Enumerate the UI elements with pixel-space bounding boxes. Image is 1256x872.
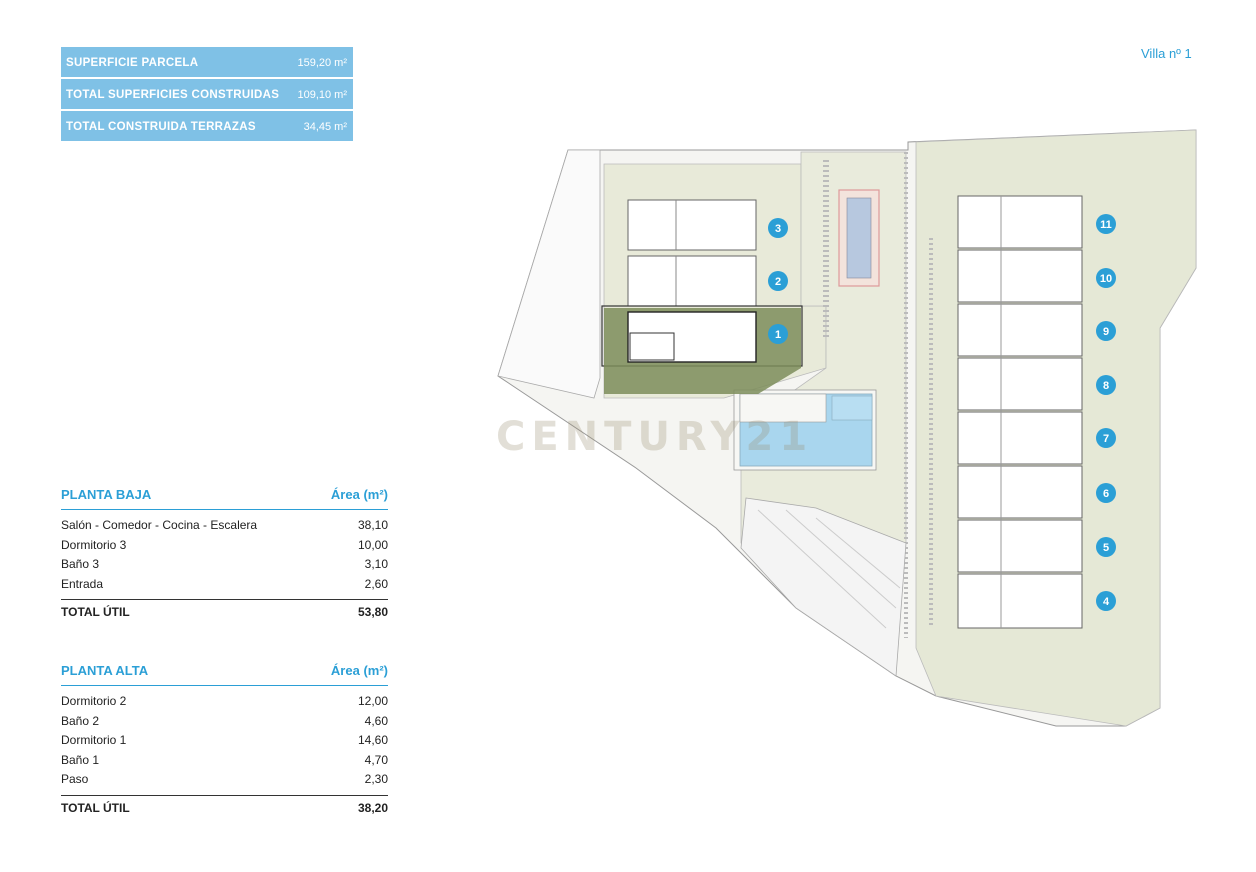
- parking-line: [785, 509, 897, 609]
- table-row: Dormitorio 2 12,00: [61, 694, 388, 714]
- room-name: Entrada: [61, 576, 104, 591]
- summary-value: 34,45 m²: [303, 120, 347, 133]
- unit-markers: 3 2 1 11 10 9 8 7 6 5 4: [768, 214, 1116, 611]
- summary-row-terrazas: TOTAL CONSTRUIDA TERRAZAS 34,45 m²: [61, 111, 353, 142]
- marker-11: 11: [1100, 219, 1112, 231]
- marker-3: 3: [775, 223, 781, 235]
- room-area: 4,60: [364, 713, 388, 728]
- access-strip: [497, 149, 601, 399]
- table-row: Baño 2 4,60: [61, 714, 388, 734]
- summary-row-parcela: SUPERFICIE PARCELA 159,20 m²: [61, 47, 353, 78]
- divider: [61, 599, 388, 600]
- marker-2: 2: [775, 276, 781, 288]
- villa-1-room: [629, 332, 675, 361]
- room-name: Baño 3: [61, 557, 100, 571]
- table-row: Baño 3 3,10: [61, 557, 388, 577]
- marker-6: 6: [1103, 488, 1109, 500]
- marker-8: 8: [1103, 380, 1109, 392]
- room-area: 10,00: [357, 537, 388, 552]
- room-name: Paso: [61, 772, 89, 786]
- right-block: [957, 195, 1083, 629]
- total-row: TOTAL ÚTIL 53,80: [61, 605, 388, 625]
- divider: [61, 794, 388, 796]
- marker-5: 5: [1103, 542, 1109, 554]
- table-header: PLANTA ALTA Área (m²): [61, 663, 388, 685]
- total-label: TOTAL ÚTIL: [61, 605, 130, 619]
- marker-9: 9: [1103, 326, 1109, 338]
- table-row: Dormitorio 1 14,60: [61, 733, 388, 753]
- planta-baja-table: PLANTA BAJA Área (m²) Salón - Comedor - …: [61, 487, 388, 625]
- parking-line: [757, 509, 887, 629]
- room-name: Dormitorio 1: [61, 733, 127, 747]
- room-area: 14,60: [357, 733, 388, 747]
- total-value: 53,80: [357, 605, 388, 619]
- room-name: Salón - Comedor - Cocina - Escalera: [61, 518, 258, 532]
- table-row: Paso 2,30: [61, 772, 388, 792]
- summary-label: SUPERFICIE PARCELA: [66, 56, 199, 69]
- room-name: Baño 2: [61, 713, 100, 728]
- room-area: 2,60: [364, 576, 388, 591]
- site-plan: 3 2 1 11 10 9 8 7 6 5 4: [497, 129, 1197, 727]
- room-area: 3,10: [364, 557, 388, 571]
- surface-summary-box: SUPERFICIE PARCELA 159,20 m² TOTAL SUPER…: [61, 47, 353, 141]
- room-area: 2,30: [364, 772, 388, 786]
- summary-row-construidas: TOTAL SUPERFICIES CONSTRUIDAS 109,10 m²: [61, 79, 353, 110]
- table-row: Salón - Comedor - Cocina - Escalera 38,10: [61, 518, 388, 538]
- watermark: CENTURY21: [496, 414, 814, 460]
- pool-step: [739, 393, 827, 423]
- divider: [61, 685, 388, 686]
- marker-1: 1: [775, 329, 781, 341]
- room-name: Dormitorio 2: [61, 694, 127, 708]
- table-title: PLANTA ALTA: [61, 663, 149, 678]
- divider: [61, 109, 353, 111]
- area-header: Área (m²): [330, 487, 388, 502]
- total-row: TOTAL ÚTIL 38,20: [61, 801, 388, 821]
- area-header: Área (m²): [330, 663, 388, 678]
- summary-label: TOTAL SUPERFICIES CONSTRUIDAS: [66, 88, 280, 101]
- summary-value: 109,10 m²: [297, 88, 347, 101]
- summary-value: 159,20 m²: [297, 56, 347, 69]
- table-header: PLANTA BAJA Área (m²): [61, 487, 388, 509]
- divider: [61, 77, 353, 79]
- total-label: TOTAL ÚTIL: [61, 800, 130, 815]
- water-feature-inner: [846, 197, 872, 279]
- parking-line: [815, 517, 901, 589]
- villa-label: Villa nº 1: [1141, 46, 1192, 61]
- table-row: Baño 1 4,70: [61, 753, 388, 773]
- room-name: Baño 1: [61, 752, 100, 767]
- summary-label: TOTAL CONSTRUIDA TERRAZAS: [66, 120, 256, 133]
- parking-area: [740, 497, 907, 677]
- total-value: 38,20: [357, 800, 388, 815]
- table-row: Entrada 2,60: [61, 577, 388, 597]
- marker-4: 4: [1103, 596, 1110, 608]
- table-title: PLANTA BAJA: [61, 487, 152, 502]
- marker-10: 10: [1100, 273, 1112, 285]
- room-area: 4,70: [364, 752, 388, 767]
- pool-inner: [831, 395, 873, 421]
- marker-7: 7: [1103, 433, 1109, 445]
- table-row: Dormitorio 3 10,00: [61, 538, 388, 558]
- room-name: Dormitorio 3: [61, 537, 127, 552]
- room-area: 12,00: [357, 694, 388, 708]
- divider: [61, 509, 388, 510]
- room-area: 38,10: [357, 518, 388, 532]
